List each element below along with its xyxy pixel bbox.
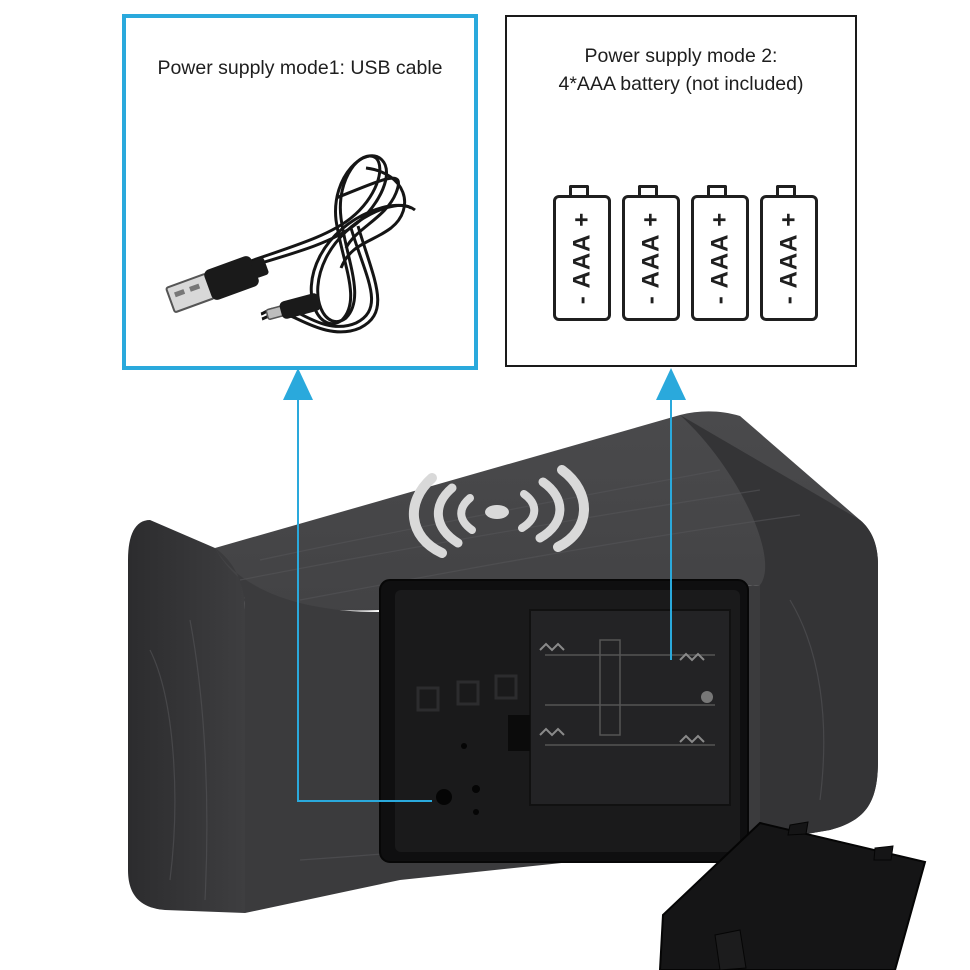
wireless-charging-icon	[408, 465, 589, 558]
usb-cable-icon	[165, 154, 416, 334]
usb-supply-panel: Power supply mode1: USB cable	[122, 14, 478, 370]
battery-icon: - AAA +	[622, 185, 680, 321]
battery-supply-caption-line1: Power supply mode 2:	[584, 45, 778, 67]
battery-cover	[658, 821, 927, 970]
battery-supply-caption-line2: 4*AAA battery (not included)	[558, 73, 804, 95]
battery-supply-panel: Power supply mode 2: 4*AAA battery (not …	[505, 15, 857, 367]
battery-icon: - AAA +	[553, 185, 611, 321]
arrow-up-icon	[297, 395, 432, 802]
arrow-up-icon	[283, 368, 313, 400]
battery-icon: - AAA +	[760, 185, 818, 321]
usb-supply-caption: Power supply mode1: USB cable	[157, 57, 443, 79]
battery-icon: - AAA +	[691, 185, 749, 321]
arrow-up-icon	[656, 368, 686, 400]
battery-compartment	[379, 579, 749, 863]
